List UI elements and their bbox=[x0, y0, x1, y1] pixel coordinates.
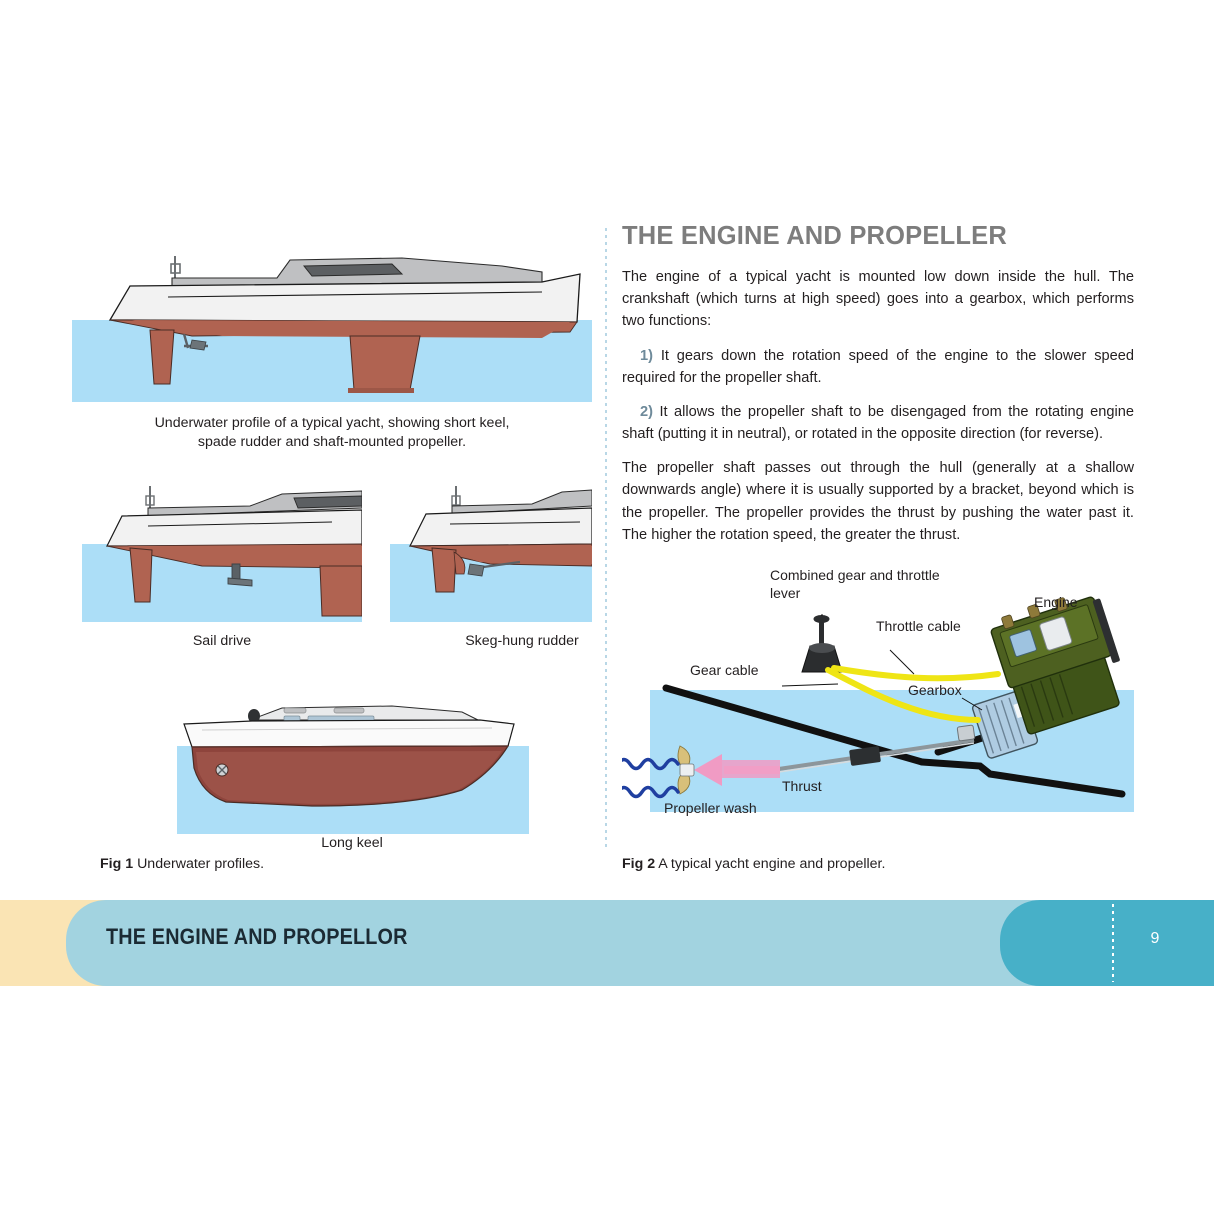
caption-short-keel: Underwater profile of a typical yacht, s… bbox=[154, 415, 510, 451]
illustration-skeg-hung-rudder bbox=[380, 474, 592, 622]
fig1-caption-text: Underwater profiles. bbox=[137, 856, 265, 872]
list-item-2-number: 2) bbox=[640, 403, 653, 420]
label-combined-lever: Combined gear and throttle lever bbox=[770, 570, 940, 602]
list-item-1-text: It gears down the rotation speed of the … bbox=[622, 347, 1134, 386]
fig1-caption: Fig 1 Underwater profiles. bbox=[100, 856, 520, 872]
label-thrust: Thrust bbox=[782, 778, 822, 794]
column-divider bbox=[605, 228, 607, 848]
label-gearbox: Gearbox bbox=[908, 682, 962, 698]
illustration-long-keel bbox=[162, 694, 542, 834]
list-item-2-text: It allows the propeller shaft to be dise… bbox=[622, 403, 1134, 443]
footer-title: THE ENGINE AND PROPELLOR bbox=[106, 924, 408, 949]
list-item-1-number: 1) bbox=[640, 347, 653, 364]
caption-skeg-hung-rudder: Skeg-hung rudder bbox=[465, 633, 579, 649]
gear-throttle-lever bbox=[801, 615, 843, 673]
footer-dotted-divider bbox=[1112, 904, 1114, 982]
thrust-arrow bbox=[694, 754, 780, 786]
fig1-label: Fig 1 bbox=[100, 856, 134, 872]
fig2-label: Fig 2 bbox=[622, 856, 656, 872]
gear-cable-line bbox=[825, 667, 981, 723]
footer-teal-band bbox=[1000, 900, 1214, 986]
right-column: THE ENGINE AND PROPELLER The engine of a… bbox=[622, 222, 1134, 882]
page-footer: THE ENGINE AND PROPELLOR 9 bbox=[0, 900, 1214, 986]
closing-paragraph: The propeller shaft passes out through t… bbox=[622, 460, 1134, 543]
propeller-icon bbox=[677, 745, 695, 795]
page-title: THE ENGINE AND PROPELLER bbox=[622, 222, 1007, 250]
illustration-engine-propeller: Combined gear and throttle lever Engine … bbox=[622, 570, 1134, 840]
caption-long-keel: Long keel bbox=[321, 835, 383, 851]
throttle-cable-line bbox=[831, 665, 1001, 682]
fig2-caption-text: A typical yacht engine and propeller. bbox=[658, 856, 886, 872]
illustration-short-keel-spade-rudder bbox=[72, 242, 592, 402]
list-item-2: 2) It allows the propeller shaft to be d… bbox=[622, 401, 1134, 445]
label-propeller-wash: Propeller wash bbox=[664, 800, 757, 816]
intro-paragraph: The engine of a typical yacht is mounted… bbox=[622, 269, 1134, 330]
page-number: 9 bbox=[1150, 930, 1160, 947]
label-throttle-cable: Throttle cable bbox=[876, 618, 961, 634]
propeller-wash-icon bbox=[622, 757, 680, 799]
label-gear-cable: Gear cable bbox=[690, 662, 759, 678]
footer-blue-band bbox=[66, 900, 1084, 986]
caption-sail-drive: Sail drive bbox=[192, 633, 252, 649]
left-column: Underwater profile of a typical yacht, s… bbox=[72, 222, 592, 882]
illustration-sail-drive bbox=[82, 474, 362, 622]
list-item-1: 1) It gears down the rotation speed of t… bbox=[622, 345, 1134, 389]
label-engine: Engine bbox=[1034, 594, 1078, 610]
fig2-caption: Fig 2 A typical yacht engine and propell… bbox=[622, 856, 1082, 872]
